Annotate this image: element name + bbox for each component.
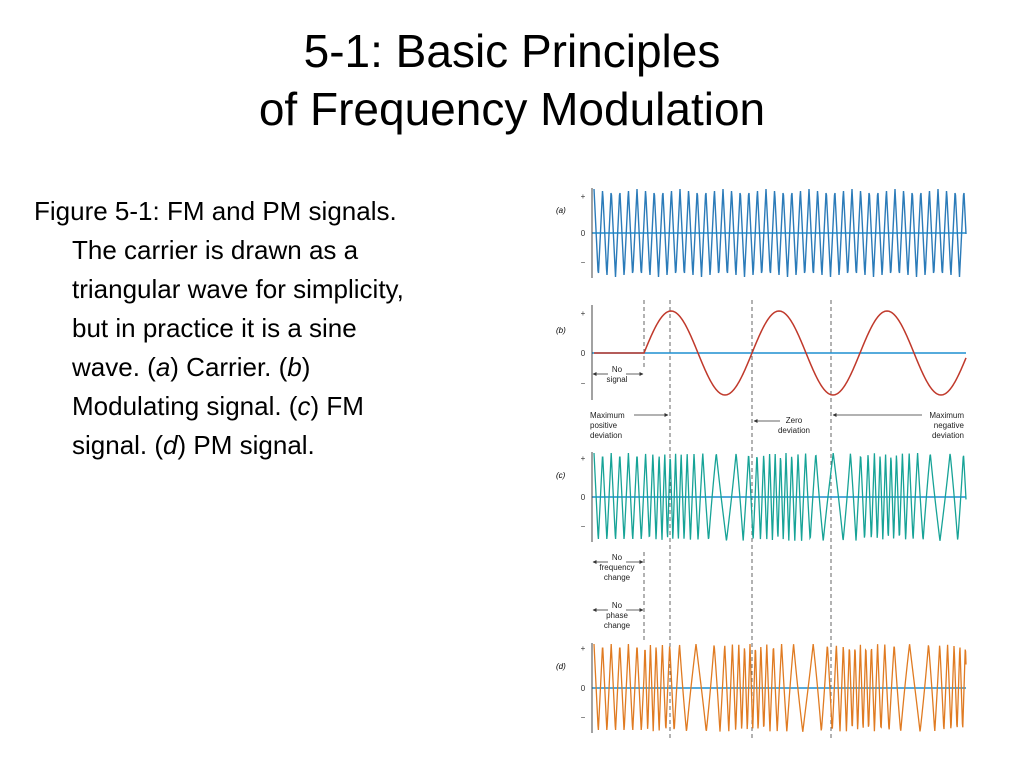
caption-line: but in practice it is a sine	[72, 313, 357, 343]
no-frequency-change-label: No	[612, 553, 623, 562]
no-signal-label: No	[612, 365, 623, 374]
caption-line: signal. (d) PM signal.	[34, 426, 504, 465]
caption-italic-letter: c	[297, 391, 311, 421]
panel-label-a: (a)	[556, 206, 566, 215]
caption-line: Modulating signal. (c) FM	[34, 387, 504, 426]
title-line-2: of Frequency Modulation	[258, 83, 766, 135]
max-positive-deviation-label: positive	[590, 421, 618, 430]
max-positive-deviation-label: Maximum	[590, 411, 625, 420]
no-phase-change-label: phase	[606, 611, 628, 620]
no-signal-label: signal	[607, 375, 628, 384]
caption-italic-letter: b	[287, 352, 302, 382]
caption-text: ) FM	[310, 391, 364, 421]
caption-text: ) PM signal.	[177, 430, 315, 460]
panel-label-c: (c)	[556, 471, 566, 480]
no-frequency-change-label: frequency	[599, 563, 634, 572]
no-phase-change-label: change	[604, 621, 631, 630]
caption-text: signal. (	[72, 430, 164, 460]
axis-plus-label: +	[581, 309, 586, 318]
axis-minus-label: −	[581, 713, 586, 722]
caption-italic-letter: a	[155, 352, 171, 382]
axis-plus-label: +	[581, 454, 586, 463]
axis-plus-label: +	[581, 644, 586, 653]
caption-text: Modulating signal. (	[72, 391, 298, 421]
max-negative-deviation-label: Maximum	[929, 411, 964, 420]
no-frequency-change-label: change	[604, 573, 631, 582]
caption-italic-letter: d	[163, 430, 178, 460]
axis-minus-label: −	[581, 379, 586, 388]
figure-caption: Figure 5-1: FM and PM signals. The carri…	[34, 192, 504, 465]
axis-zero-label: 0	[581, 493, 586, 502]
caption-line: The carrier is drawn as a	[72, 235, 359, 265]
max-negative-deviation-label: negative	[934, 421, 965, 430]
panel-label-b: (b)	[556, 326, 566, 335]
caption-line: triangular wave for simplicity,	[72, 274, 404, 304]
zero-deviation-label: Zero	[786, 416, 803, 425]
carrier-waveform	[593, 188, 967, 278]
modulating-signal-waveform	[594, 310, 967, 396]
axis-minus-label: −	[581, 522, 586, 531]
caption-text: )	[301, 352, 311, 382]
axis-plus-label: +	[581, 192, 586, 201]
max-positive-deviation-label: deviation	[590, 431, 622, 440]
slide-title: 5-1: Basic Principles of Frequency Modul…	[0, 22, 1024, 138]
zero-deviation-label: deviation	[778, 426, 810, 435]
axis-minus-label: −	[581, 258, 586, 267]
axis-zero-label: 0	[581, 229, 586, 238]
panel-label-d: (d)	[556, 662, 566, 671]
caption-line: wave. (a) Carrier. (b)	[34, 348, 504, 387]
fm-pm-figure: (a) (b) (c) (d) + 0 − + 0 − + 0 − + 0 −	[556, 188, 967, 740]
no-phase-change-label: No	[612, 601, 623, 610]
caption-text: wave. (	[72, 352, 156, 382]
fm-signal-waveform	[593, 452, 967, 541]
caption-text: ) Carrier. (	[170, 352, 288, 382]
axis-zero-label: 0	[581, 684, 586, 693]
axis-zero-label: 0	[581, 349, 586, 358]
max-negative-deviation-label: deviation	[932, 431, 964, 440]
title-line-1: 5-1: Basic Principles	[303, 25, 721, 77]
caption-line: Figure 5-1: FM and PM signals.	[34, 196, 397, 226]
pm-signal-waveform	[593, 643, 967, 732]
